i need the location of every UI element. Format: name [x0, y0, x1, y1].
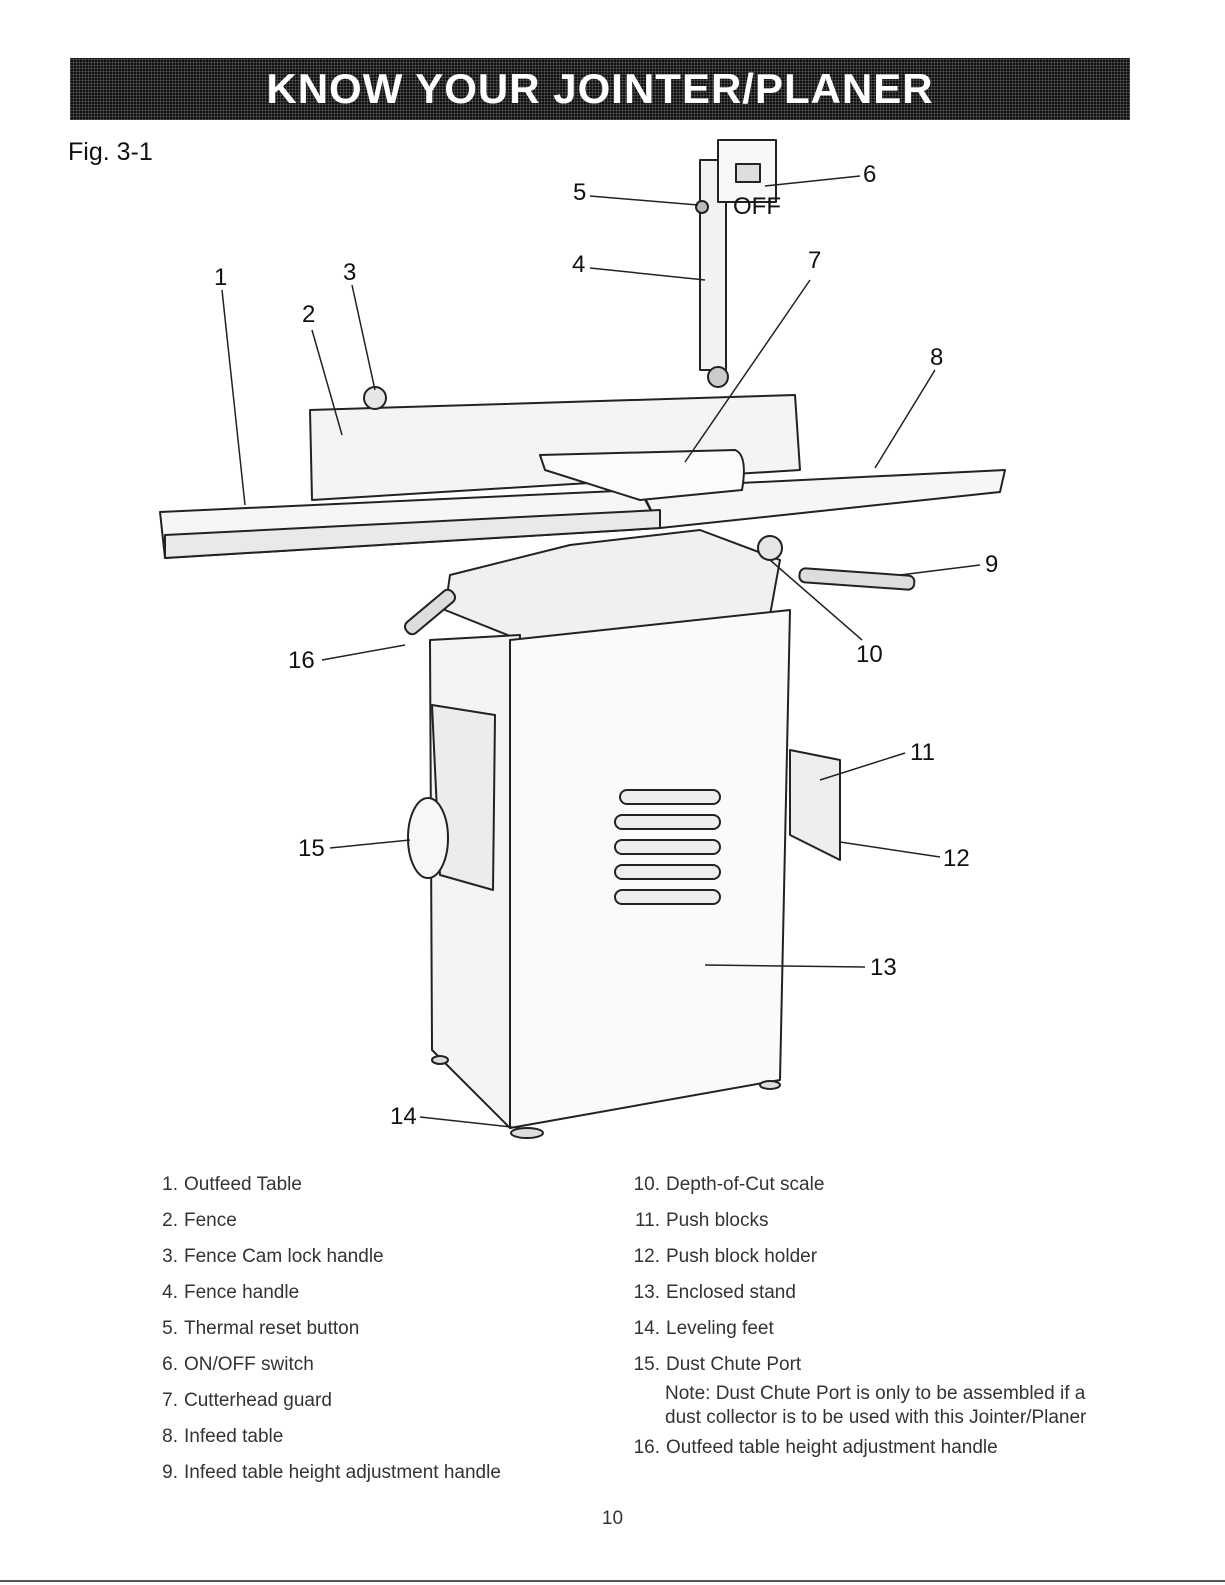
- vent-slot: [619, 789, 721, 805]
- callout-14: 14: [390, 1103, 417, 1130]
- leveling-foot: [759, 1080, 781, 1090]
- list-item: 14.Leveling feet: [633, 1318, 774, 1339]
- callout-10: 10: [856, 641, 883, 668]
- callout-7: 7: [808, 247, 821, 274]
- list-item: 7.Cutterhead guard: [162, 1390, 332, 1411]
- push-block-holder: [789, 749, 841, 861]
- callout-8: 8: [930, 344, 943, 371]
- list-item: 13.Enclosed stand: [633, 1282, 796, 1303]
- vent-slot: [614, 839, 721, 855]
- list-item: 12.Push block holder: [633, 1246, 818, 1267]
- outfeed-handle: [403, 588, 457, 636]
- callout-15: 15: [298, 835, 325, 862]
- callout-16: 16: [288, 647, 315, 674]
- switch-label: OFF: [733, 193, 781, 220]
- base-casting: [444, 529, 781, 641]
- callout-4: 4: [572, 251, 585, 278]
- fence-cam-lock-knob: [363, 386, 387, 410]
- list-item: 6.ON/OFF switch: [162, 1354, 314, 1375]
- list-item: 9.Infeed table height adjustment handle: [162, 1462, 501, 1483]
- depth-scale-knob: [757, 535, 783, 561]
- list-item: 1.Outfeed Table: [162, 1174, 302, 1195]
- parts-list-right: 10.Depth-of-Cut scale 11.Push blocks 12.…: [628, 1173, 825, 1389]
- callout-5: 5: [573, 179, 586, 206]
- cutterhead-guard: [539, 449, 745, 501]
- list-item: 3.Fence Cam lock handle: [162, 1246, 384, 1267]
- callout-9: 9: [985, 551, 998, 578]
- dust-chute-note: Note: Dust Chute Port is only to be asse…: [665, 1383, 1087, 1428]
- page-number: 10: [601, 1508, 624, 1529]
- vent-slot: [614, 864, 721, 880]
- list-item: 10.Depth-of-Cut scale: [633, 1174, 825, 1195]
- list-item: 8.Infeed table: [162, 1426, 284, 1447]
- list-item: 11.Push blocks: [634, 1210, 769, 1231]
- vent-slot: [614, 814, 721, 830]
- callout-2: 2: [302, 301, 315, 328]
- vent-slot: [614, 889, 721, 905]
- infeed-handle: [798, 567, 916, 591]
- leveling-foot: [431, 1055, 449, 1065]
- list-item: 4.Fence handle: [162, 1282, 300, 1303]
- switch-rocker: [735, 163, 761, 183]
- callout-3: 3: [343, 259, 356, 286]
- list-item: 15.Dust Chute Port: [633, 1354, 802, 1375]
- callout-11: 11: [910, 739, 935, 766]
- callout-6: 6: [863, 161, 876, 188]
- list-item: 5.Thermal reset button: [162, 1318, 360, 1339]
- bottom-rule: [0, 1580, 1225, 1582]
- dust-chute-port: [407, 797, 449, 879]
- callout-13: 13: [870, 954, 897, 981]
- jointer-planer-diagram: OFF 1 2 3 4 5 6 7 8 9 10 11 12 13 14 15 …: [159, 139, 1006, 1139]
- page-title: KNOW YOUR JOINTER/PLANER: [266, 65, 934, 112]
- section-banner: KNOW YOUR JOINTER/PLANER: [70, 58, 1130, 120]
- leveling-foot: [510, 1127, 544, 1139]
- fence-handle-knob: [707, 366, 729, 388]
- figure-label: Fig. 3-1: [68, 138, 153, 166]
- thermal-reset-button: [695, 200, 709, 214]
- table-edge: [164, 509, 661, 559]
- callout-12: 12: [943, 845, 970, 872]
- parts-list-left: 1.Outfeed Table 2.Fence 3.Fence Cam lock…: [150, 1173, 501, 1497]
- list-item: 16.Outfeed table height adjustment handl…: [633, 1437, 998, 1458]
- callout-1: 1: [214, 264, 227, 291]
- list-item: 2.Fence: [162, 1210, 237, 1231]
